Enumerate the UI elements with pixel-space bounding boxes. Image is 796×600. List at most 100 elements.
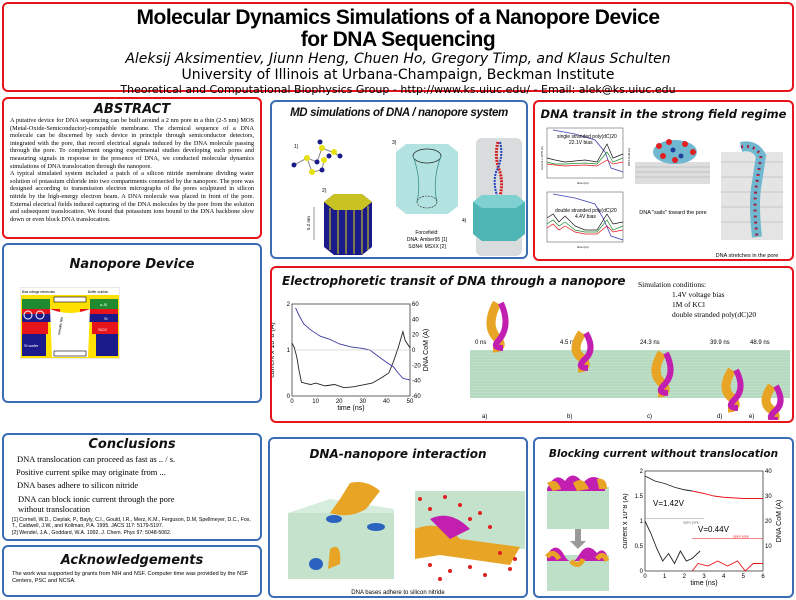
condition-item: double stranded poly(dC)20 xyxy=(672,310,757,319)
fig-label-2: 2) xyxy=(322,188,327,194)
interaction-caption: DNA bases adhere to silicon nitride xyxy=(351,590,445,596)
y-tick-label: 0 xyxy=(287,394,291,400)
authors: Aleksij Aksimentiev, Jiunn Heng, Chuen H… xyxy=(125,51,671,67)
x-tick-label: 50 xyxy=(407,399,414,405)
y2-tick-label: -20 xyxy=(412,363,421,369)
acknowledgements-text: The work was supported by grants from NI… xyxy=(12,571,249,584)
water-molecule xyxy=(468,565,472,569)
abstract-paragraph-2: A typical simulated system included a pa… xyxy=(10,170,254,223)
affiliation: University of Illinois at Urbana-Champai… xyxy=(181,67,615,83)
acknowledgements-panel: Acknowledgements The work was supported … xyxy=(2,545,262,597)
water-molecule xyxy=(483,573,487,577)
forcefield-title: Forcefield: xyxy=(415,230,438,236)
frame-letter-label: a) xyxy=(482,414,487,420)
fig-label-4: 4) xyxy=(462,218,467,224)
voltage-label-2: V=0.44V xyxy=(698,525,730,534)
sin-crystal-icon xyxy=(324,194,372,255)
transistor-icon xyxy=(23,310,33,320)
y2-tick-label: -40 xyxy=(412,379,421,385)
x-tick-label: 10 xyxy=(312,399,319,405)
condition-item: 1.4V voltage bias xyxy=(672,290,725,299)
x-tick-label: 20 xyxy=(336,399,343,405)
poster-title-line1: Molecular Dynamics Simulations of a Nano… xyxy=(136,6,661,29)
frame-letter-label: c) xyxy=(647,414,652,420)
acknowledgements-title: Acknowledgements xyxy=(60,553,204,568)
series-line-current-0-44v xyxy=(691,560,763,572)
caption-stretch: DNA stretches in the pore xyxy=(716,253,779,259)
y-tick-label: 2 xyxy=(640,469,644,475)
y2-tick-label: 10 xyxy=(765,544,772,550)
transit-plot-double-stranded: double stranded poly(dC)20 4.4V bias tim… xyxy=(546,191,624,249)
y2-tick-label: -60 xyxy=(412,394,421,400)
md-title: MD simulations of DNA / nanopore system xyxy=(290,107,508,119)
x-tick-label: 40 xyxy=(383,399,390,405)
dna-strand-magenta xyxy=(492,301,509,351)
electro-title: Electrophoretic transit of DNA through a… xyxy=(282,274,626,288)
device-label-sio2: SiO2 xyxy=(98,327,108,332)
frame-letter-label: b) xyxy=(567,414,572,420)
dna-strand-magenta xyxy=(767,384,784,420)
dna-strand-magenta xyxy=(577,331,594,371)
interaction-figures: DNA bases adhere to silicon nitride xyxy=(288,482,525,596)
x-tick-label: 0 xyxy=(290,399,294,405)
series-line-dna-com xyxy=(295,307,411,381)
water-molecule xyxy=(513,557,517,561)
blocking-panel: Blocking current without translocation 0… xyxy=(533,437,794,598)
water-molecule xyxy=(498,551,502,555)
device-title: Nanopore Device xyxy=(69,257,195,272)
y2-tick-label: 40 xyxy=(412,317,419,323)
device-label-si: Si xyxy=(104,316,108,321)
group-contact: Theoretical and Computational Biophysics… xyxy=(120,83,676,96)
conditions-title: Simulation conditions: xyxy=(638,280,707,289)
frame-time-label: 24.3 ns xyxy=(640,340,660,346)
transit-figures: single stranded poly(dC)20 22.1V bias ti… xyxy=(540,127,783,259)
series-line-current-1-42v xyxy=(644,520,701,565)
y-tick-label: 2 xyxy=(287,302,291,308)
x-tick-label: 3 xyxy=(702,574,706,580)
y-tick-label: 0.5 xyxy=(635,544,644,550)
forcefield-dna: DNA: Amber95 [1] xyxy=(407,237,448,243)
x-tick-label: 30 xyxy=(359,399,366,405)
conclusion-item: DNA translocation can proceed as fast as… xyxy=(17,454,176,464)
y2-tick-label: 40 xyxy=(765,469,772,475)
water-molecule xyxy=(428,507,432,511)
y-tick-label: 1.5 xyxy=(635,494,644,500)
water-molecule xyxy=(508,567,512,571)
blocking-title: Blocking current without translocation xyxy=(548,448,779,460)
y2-tick-label: 60 xyxy=(412,302,419,308)
reference-1: [1] Cornell, W.D., Cieplak, P., Bayly, C… xyxy=(12,517,251,530)
x-tick-label: 4 xyxy=(722,574,726,580)
dna-blocking-before-image xyxy=(547,475,609,529)
abstract-panel: ABSTRACT A putative device for DNA seque… xyxy=(2,97,262,239)
device-label-asi: α-Si xyxy=(100,302,107,307)
x-axis-label: time (ns) xyxy=(690,580,717,587)
down-arrow-icon xyxy=(570,529,586,549)
x-tick-label: 6 xyxy=(761,574,765,580)
simulation-system-icon xyxy=(473,138,525,256)
dna-strand-magenta xyxy=(657,351,674,396)
conclusion-item: Positive current spike may originate fro… xyxy=(16,467,166,477)
frame-letter-label: d) xyxy=(717,414,722,420)
y2-tick-label: 20 xyxy=(765,519,772,525)
device-label-electrodes: Bias voltage electrodes xyxy=(22,290,55,294)
frame-time-label: 0 ns xyxy=(475,340,486,346)
series-line-com-1-42v xyxy=(644,475,693,492)
md-panel: MD simulations of DNA / nanopore system … xyxy=(270,100,528,259)
reference-2: [2] Wendel, J.A., Goddard, W.A. 1992. J.… xyxy=(12,529,172,536)
water-molecule xyxy=(478,511,482,515)
y2-axis-label: DNA CoM (A) xyxy=(423,329,430,371)
plot1-y2label: DNA CoM (A) xyxy=(627,148,631,166)
water-molecule xyxy=(438,577,442,581)
dna-closeup-image xyxy=(415,491,525,581)
x-axis-label: time (ns) xyxy=(337,405,364,412)
plot1-xlabel: time (ns) xyxy=(577,181,589,185)
fig-label-1: 1) xyxy=(294,144,299,150)
frame-time-label: 48.9 ns xyxy=(750,340,770,346)
abstract-paragraph-1: A putative device for DNA sequencing can… xyxy=(10,117,254,170)
device-label-film: metallic film xyxy=(57,316,64,335)
dna-blocking-after-image xyxy=(545,547,610,591)
dna-strand-magenta xyxy=(727,368,744,411)
conclusion-item: DNA bases adhere to silicon nitride xyxy=(17,480,139,490)
